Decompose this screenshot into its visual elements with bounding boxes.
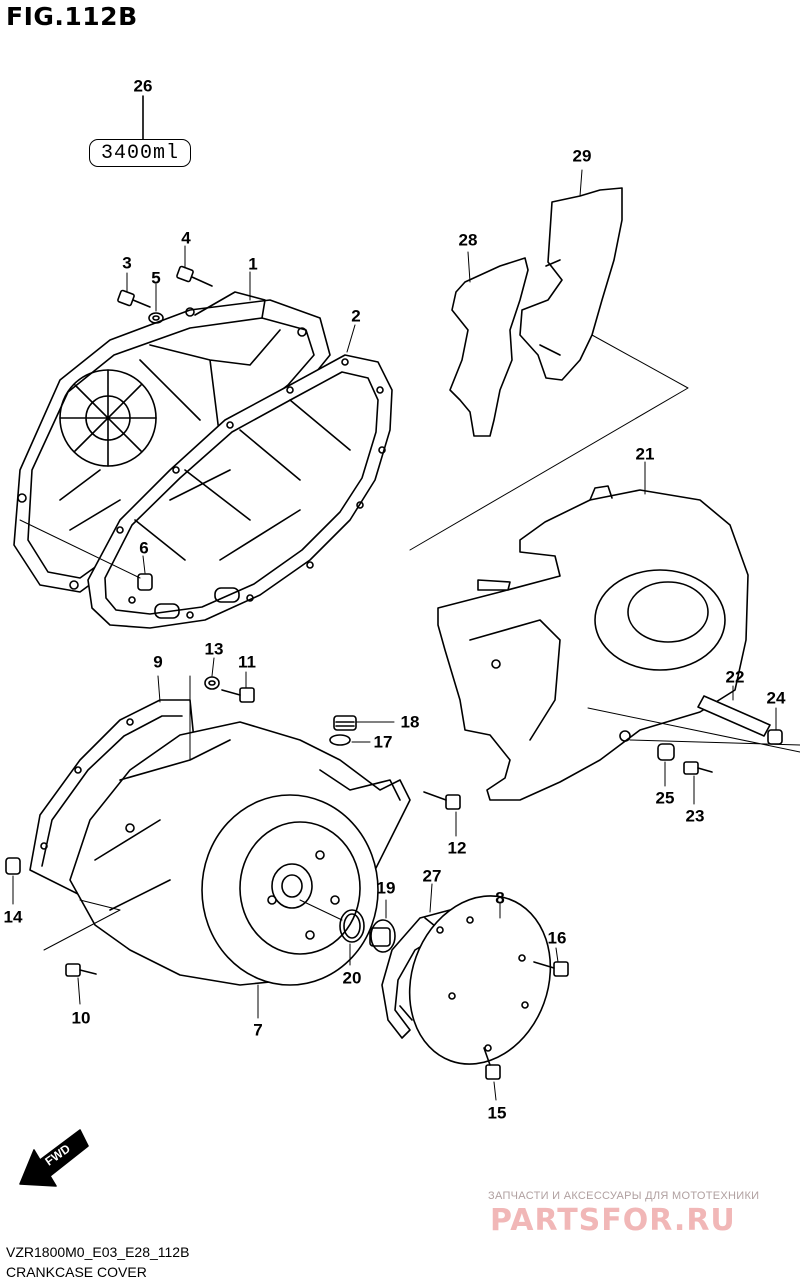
callout-4: 4 [181, 228, 191, 248]
part-23-bolt [683, 761, 713, 775]
part-25-nut [657, 743, 675, 761]
part-15-bolt [483, 1047, 501, 1080]
callout-11: 11 [238, 652, 256, 672]
callout-18: 18 [400, 712, 420, 732]
leader-lines-upper [19, 245, 356, 579]
part-1-clutch-cover [13, 291, 331, 593]
watermark-tagline: ЗАПЧАСТИ И АКСЕССУАРЫ ДЛЯ МОТОТЕХНИКИ [488, 1190, 760, 1202]
part-11-bolt [221, 687, 255, 703]
callout-7: 7 [253, 1020, 263, 1040]
part-20-o-ring [339, 909, 365, 943]
part-24-nut [767, 729, 783, 745]
callout-3: 3 [122, 253, 132, 273]
callout-27: 27 [422, 866, 442, 886]
callout-25: 25 [655, 788, 675, 808]
part-29-plate [519, 187, 623, 381]
fwd-arrow-icon [19, 1129, 89, 1187]
callout-24: 24 [766, 688, 786, 708]
callout-2: 2 [351, 306, 361, 326]
callout-22: 22 [725, 667, 745, 687]
part-2-gasket [87, 354, 393, 629]
figure-code: VZR1800M0_E03_E28_112B [6, 1244, 190, 1260]
callout-29: 29 [572, 146, 592, 166]
callout-19: 19 [376, 878, 396, 898]
leader-lines-lower [43, 675, 259, 1019]
figure-title: FIG.112B [6, 2, 138, 31]
callout-20: 20 [342, 968, 362, 988]
part-10-bolt [65, 963, 97, 977]
part-12-bolt [423, 791, 461, 810]
part-3-bolt [117, 289, 151, 308]
part-5-washer [148, 312, 164, 324]
sealant-amount-box: 3400ml [89, 139, 191, 167]
part-21-sprocket-cover [437, 485, 749, 801]
callout-12: 12 [447, 838, 467, 858]
callout-1: 1 [248, 254, 258, 274]
callout-14: 14 [3, 907, 23, 927]
callout-23: 23 [685, 806, 705, 826]
callout-9: 9 [153, 652, 163, 672]
part-6-dowel-pin [137, 573, 153, 591]
watermark-logo: PARTSFOR.RU [490, 1203, 736, 1238]
part-8-cover [408, 895, 552, 1065]
part-17-o-ring [329, 734, 351, 746]
leader-29-21 [409, 334, 689, 551]
leader-28 [467, 251, 471, 283]
part-7-generator-cover [69, 721, 411, 986]
callout-21: 21 [635, 444, 655, 464]
figure-caption: CRANKCASE COVER [6, 1264, 147, 1280]
part-16-bolt [533, 961, 569, 977]
callout-6: 6 [139, 538, 149, 558]
callout-16: 16 [547, 928, 567, 948]
callout-17: 17 [373, 732, 393, 752]
leader-29 [579, 169, 583, 197]
callout-10: 10 [71, 1008, 91, 1028]
callout-15: 15 [487, 1103, 507, 1123]
callout-26: 26 [133, 76, 153, 96]
part-14-dowel-pin [5, 857, 21, 875]
part-18-plug [333, 715, 357, 731]
part-4-bolt [176, 265, 213, 287]
callout-13: 13 [204, 639, 224, 659]
callout-28: 28 [458, 230, 478, 250]
part-19-plug [369, 919, 396, 953]
part-13-washer [204, 676, 220, 690]
part-28-plate [449, 257, 529, 437]
callout-5: 5 [151, 268, 161, 288]
leader-lines-right [587, 685, 800, 805]
callout-8: 8 [495, 888, 505, 908]
part-22-spacer [697, 695, 771, 737]
